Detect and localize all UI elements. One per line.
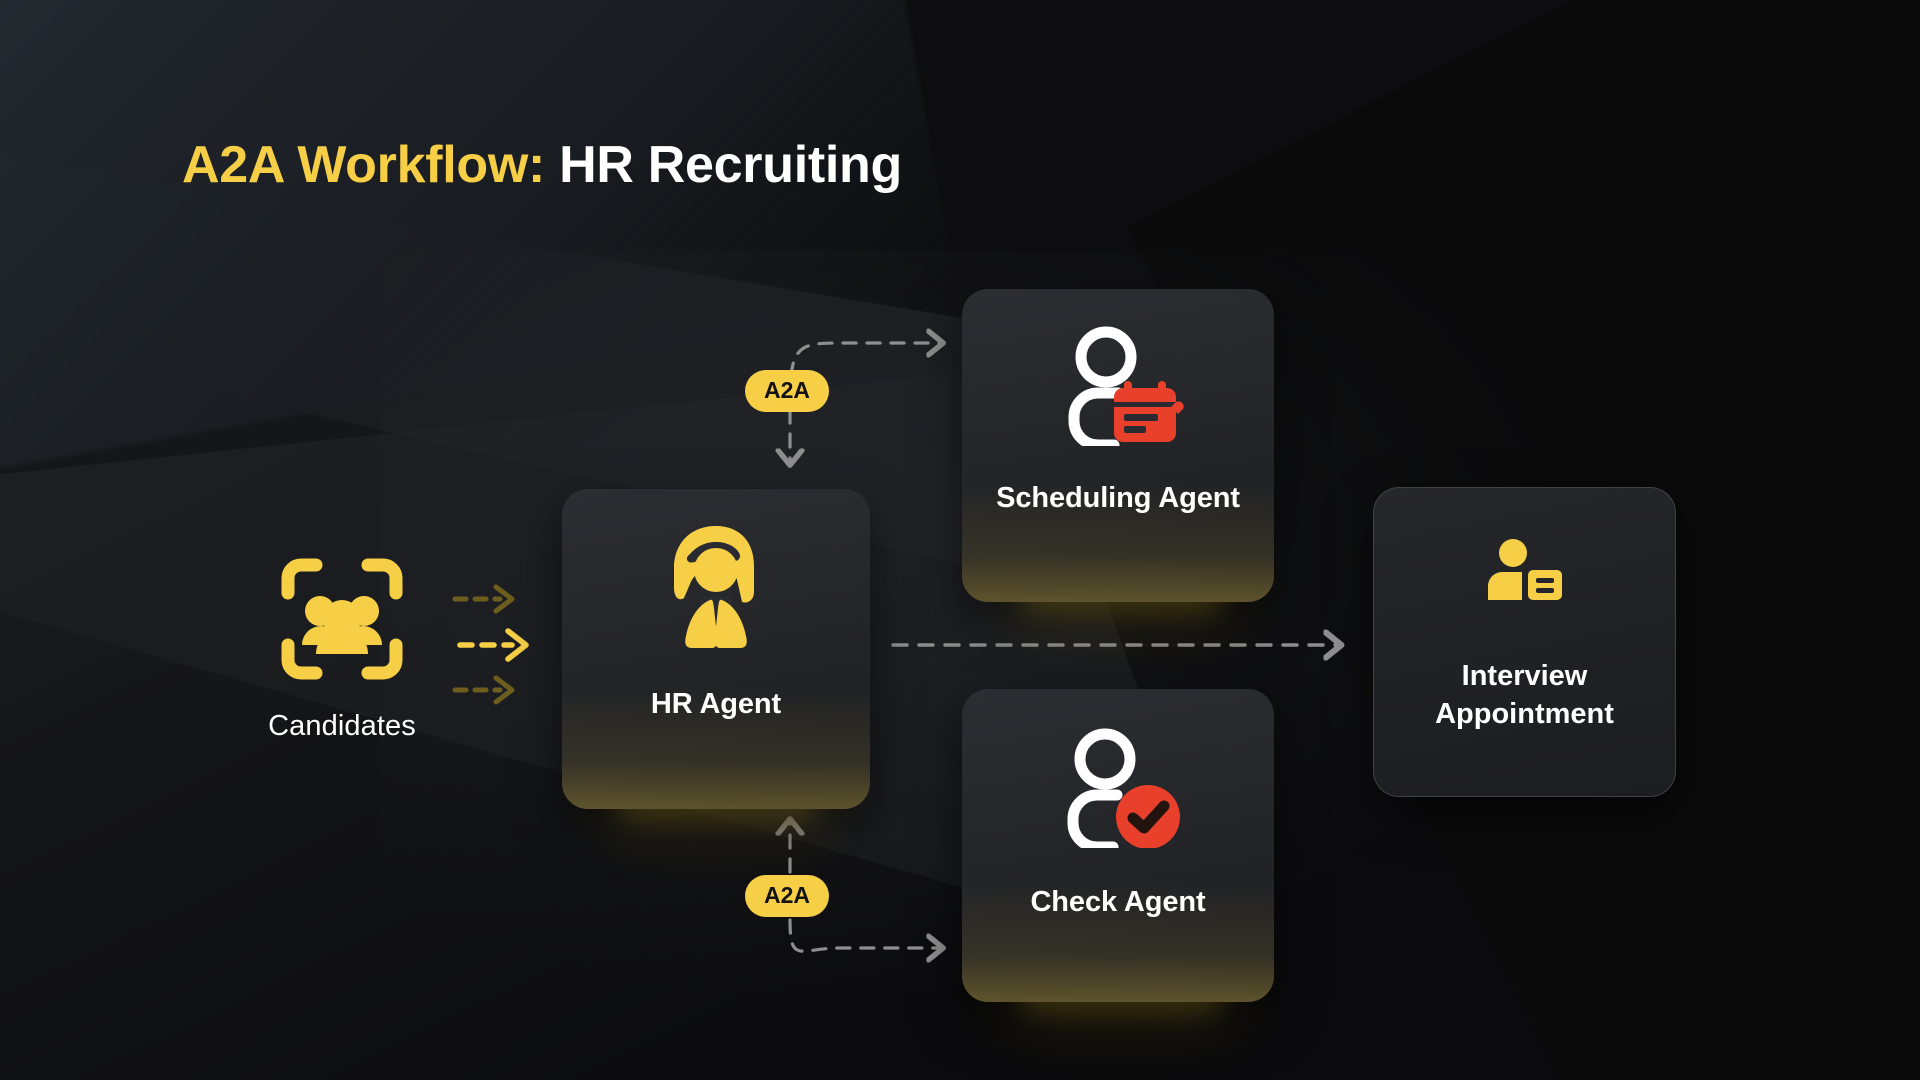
candidates-node[interactable]: Candidates bbox=[247, 553, 437, 743]
a2a-badge-bottom[interactable]: A2A bbox=[745, 875, 830, 917]
person-check-circle-icon bbox=[962, 689, 1274, 885]
page-title-accent: A2A Workflow: bbox=[182, 136, 545, 194]
node-scheduling-agent[interactable]: Scheduling Agent bbox=[962, 289, 1274, 602]
page-title: A2A Workflow: HR Recruiting bbox=[182, 135, 902, 195]
woman-agent-icon bbox=[562, 489, 870, 687]
candidates-scan-icon bbox=[276, 553, 408, 690]
node-hr-agent[interactable]: HR Agent bbox=[562, 489, 870, 809]
person-calendar-edit-icon bbox=[962, 289, 1274, 481]
page-title-plain: HR Recruiting bbox=[559, 136, 902, 194]
hr-agent-label: HR Agent bbox=[650, 688, 782, 720]
scheduling-agent-label: Scheduling Agent bbox=[996, 482, 1240, 514]
candidates-label: Candidates bbox=[268, 710, 416, 742]
interview-appointment-label: Interview Appointment bbox=[1435, 658, 1614, 733]
interview-appointment-label-line2: Appointment bbox=[1435, 697, 1614, 730]
check-agent-label: Check Agent bbox=[1030, 886, 1206, 918]
interview-appointment-label-line1: Interview bbox=[1461, 660, 1588, 692]
a2a-badge-top[interactable]: A2A bbox=[745, 370, 830, 412]
node-check-agent[interactable]: Check Agent bbox=[962, 689, 1274, 1002]
person-id-card-icon bbox=[1374, 488, 1675, 658]
node-interview-appointment[interactable]: Interview Appointment bbox=[1373, 487, 1676, 797]
